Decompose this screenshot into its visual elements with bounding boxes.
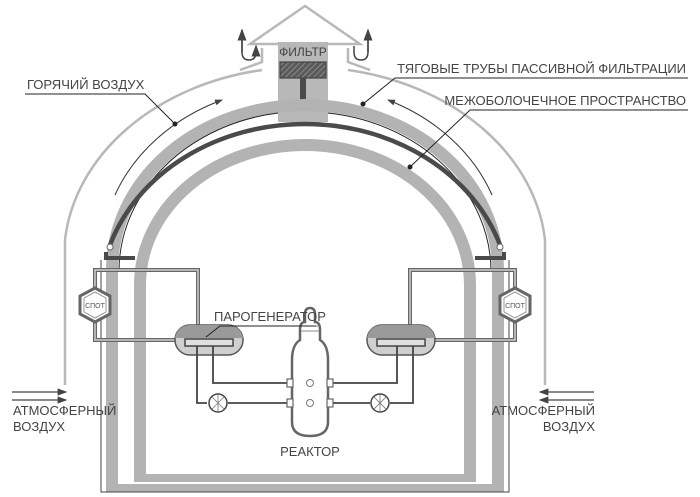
- steam-generator-label: ПАРОГЕНЕРАТОР: [214, 309, 326, 324]
- pump-left-icon: [208, 393, 228, 413]
- filter-cartridge-icon: [279, 61, 327, 79]
- inner-containment-wall: [134, 139, 476, 482]
- airflow-arrow-right-icon: [387, 99, 493, 196]
- leader-dot-hot-air: [172, 121, 178, 127]
- exhaust-arrow-left-icon: [237, 28, 261, 61]
- reactor-vessel-icon: [286, 306, 334, 438]
- pump-right-icon: [370, 393, 390, 413]
- base-outline: [100, 260, 510, 493]
- draft-pipes-label: ТЯГОВЫЕ ТРУБЫ ПАССИВНОЙ ФИЛЬТРАЦИИ: [397, 61, 686, 76]
- pipe-end-left: [104, 243, 135, 260]
- filter-stem: [300, 78, 306, 100]
- spot-right-label: СПОТ: [505, 303, 526, 310]
- exhaust-arrow-right-icon: [353, 28, 373, 61]
- leader-dot-interspace: [407, 164, 413, 170]
- interspace-label: МЕЖОБОЛОЧЕЧНОЕ ПРОСТРАНСТВО: [444, 93, 686, 108]
- leader-lines: [25, 77, 688, 338]
- atm-air-left-line1: АТМОСФЕРНЫЙ: [13, 403, 116, 418]
- airflow-arrow-left-icon: [114, 99, 223, 196]
- spot-right-icon: [498, 286, 532, 324]
- spot-loop-right: [408, 268, 517, 342]
- leader-dot-draft-pipes: [360, 101, 366, 107]
- atm-air-left-line2: ВОЗДУХ: [13, 419, 65, 434]
- hot-air-label: ГОРЯЧИЙ ВОЗДУХ: [27, 77, 145, 92]
- atm-air-right-line1: АТМОСФЕРНЫЙ: [492, 403, 595, 418]
- interspace-outer-line: [118, 112, 492, 271]
- spot-left-label: СПОТ: [85, 303, 106, 310]
- filter-label: ФИЛЬТР: [279, 45, 327, 59]
- reactor-label: РЕАКТОР: [280, 444, 340, 459]
- primary-loop-left: [196, 346, 288, 404]
- pipe-end-right: [475, 243, 506, 260]
- atm-air-arrows-right-icon: [538, 388, 594, 404]
- steam-generator-right-icon: [366, 324, 436, 356]
- steam-generator-left-icon: [174, 324, 244, 356]
- draft-pipe-arc: [107, 121, 503, 246]
- atm-air-right-line2: ВОЗДУХ: [543, 419, 595, 434]
- outer-containment-wall: [106, 99, 504, 485]
- spot-left-icon: [78, 286, 112, 324]
- atm-air-arrows-left-icon: [12, 388, 68, 404]
- spot-loop-left: [93, 268, 200, 342]
